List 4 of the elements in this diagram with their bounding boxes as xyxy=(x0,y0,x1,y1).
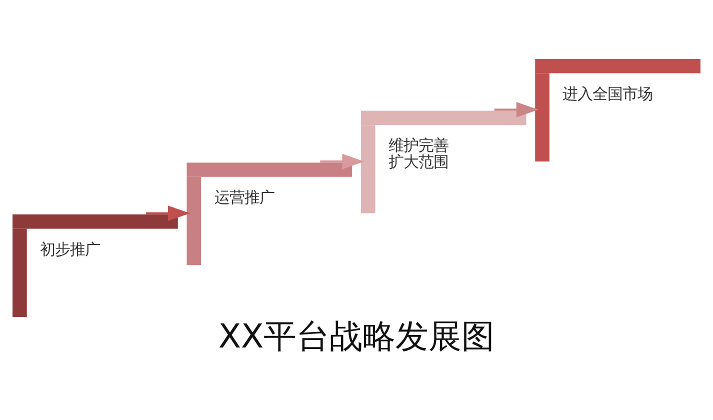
arrow xyxy=(494,102,538,118)
arrow xyxy=(146,206,190,222)
arrow xyxy=(320,154,364,170)
diagram-title: XX平台战略发展图 xyxy=(218,316,495,356)
